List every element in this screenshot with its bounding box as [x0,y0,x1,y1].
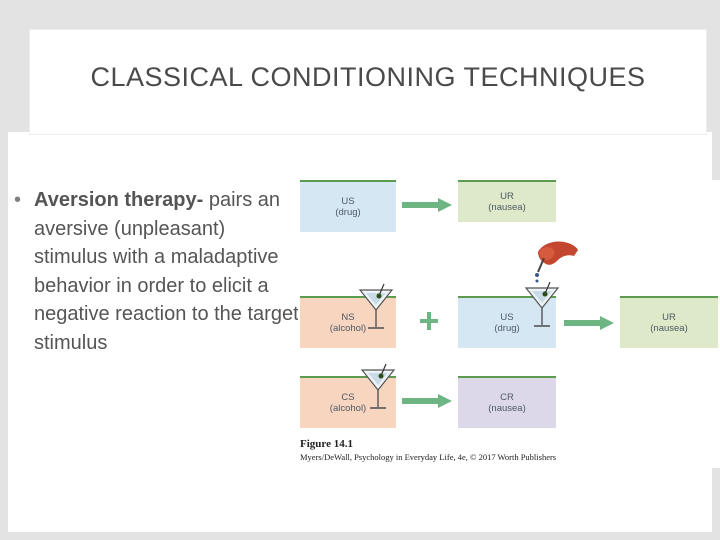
arrow-right-icon [564,316,614,330]
title-band: CLASSICAL CONDITIONING TECHNIQUES [8,8,712,134]
ur-nausea-box-2: UR (nausea) [620,296,718,348]
bullet-list: • Aversion therapy- pairs an aversive (u… [14,186,304,357]
bullet-marker: • [14,189,22,211]
slide-title: CLASSICAL CONDITIONING TECHNIQUES [90,62,646,92]
hand-with-dropper-icon [535,241,578,283]
martini-glass-icon [358,283,394,329]
us-drug-box: US (drug) [300,180,396,232]
arrow-right-icon [402,198,452,212]
martini-glass-icon [524,281,560,327]
figure-caption: Figure 14.1 Myers/DeWall, Psychology in … [300,438,556,462]
martini-glass-icon [360,363,396,409]
plus-icon [420,312,438,330]
figure-caption-title: Figure 14.1 [300,438,353,450]
arrow-right-icon [402,394,452,408]
bullet-text: pairs an aversive (unpleasant) stimulus … [34,189,299,354]
ur-nausea-box: UR (nausea) [458,180,556,222]
bullet-item: Aversion therapy- pairs an aversive (unp… [34,186,304,357]
figure-caption-credit: Myers/DeWall, Psychology in Everyday Lif… [300,452,557,462]
conditioning-figure: US (drug) UR (nausea) NS (alcohol) US (d… [298,180,720,468]
bullet-term: Aversion therapy- [34,189,204,211]
title-box: CLASSICAL CONDITIONING TECHNIQUES [30,30,706,134]
cr-nausea-box: CR (nausea) [458,376,556,428]
